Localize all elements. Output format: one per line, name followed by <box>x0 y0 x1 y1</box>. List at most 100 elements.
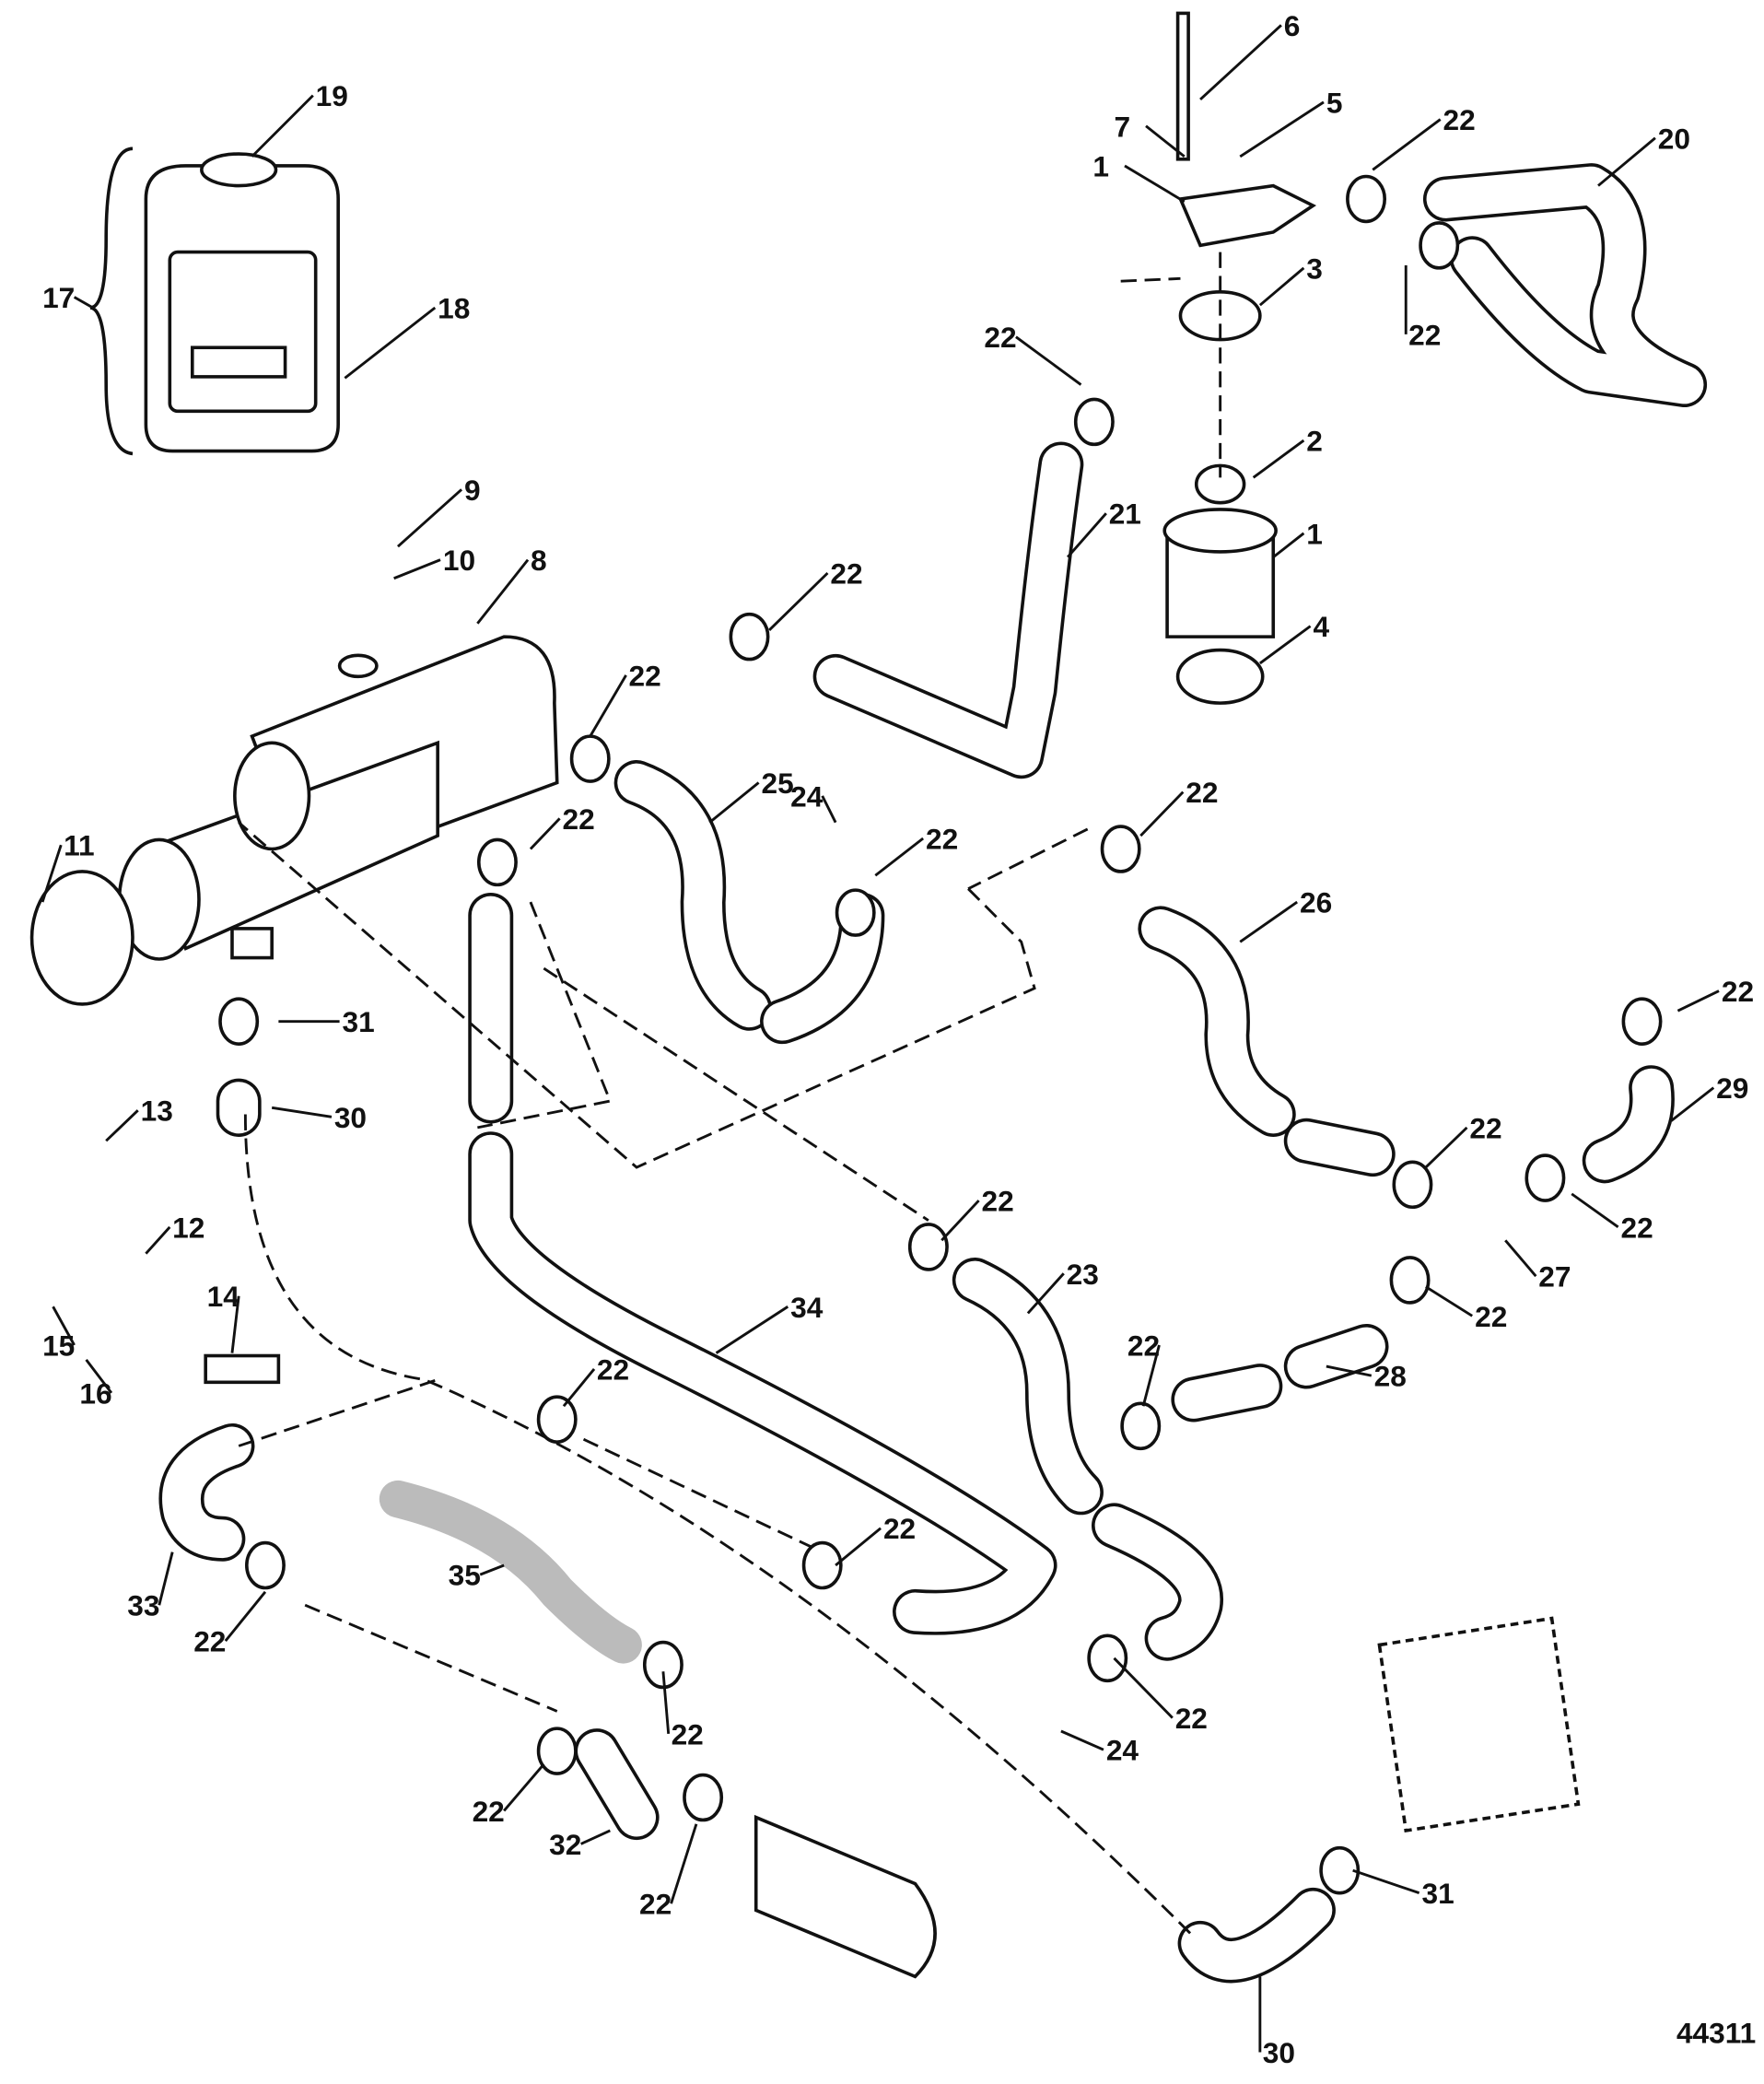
leader-line <box>1272 532 1305 558</box>
leader-line <box>1597 136 1656 187</box>
figure-number: 44311 <box>1676 2016 1756 2049</box>
hose-clamp <box>1100 825 1141 873</box>
hose-clamp <box>1087 1633 1128 1683</box>
hose-clamp <box>1525 1153 1566 1202</box>
callout-number: 22 <box>1475 1300 1507 1333</box>
callout-number: 20 <box>1658 122 1690 155</box>
leader-line <box>224 1590 267 1642</box>
callout-number: 22 <box>628 659 660 692</box>
leader-line <box>1239 900 1298 943</box>
hose-clamp <box>907 1223 949 1271</box>
callout-number: 6 <box>1284 9 1301 42</box>
hose-clamp <box>536 1727 578 1775</box>
leader-line <box>1026 1272 1065 1315</box>
hose-clamp <box>1120 1401 1162 1451</box>
leader-line <box>344 306 437 380</box>
leader-line <box>1424 1126 1468 1169</box>
callout-number: 17 <box>42 281 75 314</box>
callout-number: 21 <box>1109 498 1141 531</box>
callout-number: 14 <box>207 1280 240 1313</box>
leader-line <box>821 795 837 824</box>
hoses <box>158 163 1708 1984</box>
leader-line <box>1066 512 1107 558</box>
leader-line <box>715 1305 789 1354</box>
leader-line <box>670 1823 698 1904</box>
hose-clamp <box>1621 997 1663 1046</box>
callout-number: 22 <box>1127 1329 1160 1363</box>
callout-number: 15 <box>42 1329 75 1363</box>
callout-number: 22 <box>1620 1211 1653 1244</box>
heat-exchanger <box>117 635 559 961</box>
hose-clamp <box>801 1540 843 1590</box>
leader-line <box>1139 790 1185 837</box>
callout-number: 9 <box>464 474 481 507</box>
hose-clamp <box>536 1395 578 1444</box>
leader-line <box>1199 24 1282 101</box>
leader-line <box>1141 1344 1161 1407</box>
callout-number: 12 <box>172 1211 204 1244</box>
leader-line <box>1425 1285 1473 1317</box>
callout-number: 22 <box>562 802 594 836</box>
callout-number: 18 <box>438 292 470 325</box>
callout-number: 8 <box>531 544 547 577</box>
leader-line <box>768 571 829 631</box>
callout-number: 27 <box>1538 1260 1571 1294</box>
dashed-connection-lines <box>238 252 1222 1938</box>
clamp-11 <box>29 870 134 1006</box>
callout-number: 22 <box>1175 1702 1208 1735</box>
leader-line <box>1239 100 1325 158</box>
leader-line <box>1670 1086 1715 1122</box>
callout-number: 5 <box>1326 86 1343 119</box>
leader-line <box>874 837 925 877</box>
leader-line <box>145 1225 171 1255</box>
thermostat-housing <box>1162 11 1317 705</box>
callout-number: 1 <box>1092 149 1109 182</box>
callout-number: 29 <box>1716 1071 1748 1105</box>
hose-clamp <box>835 888 876 937</box>
callout-number: 34 <box>790 1291 824 1324</box>
callout-number: 31 <box>1422 1877 1454 1910</box>
leader-line <box>503 1763 545 1812</box>
callout-number: 26 <box>1300 886 1332 919</box>
leader-line <box>708 781 760 824</box>
leader-line <box>1571 1192 1619 1229</box>
callout-number: 22 <box>1443 103 1476 136</box>
leader-line <box>580 1829 611 1845</box>
leader-line <box>1326 1364 1373 1377</box>
leader-line <box>41 844 63 903</box>
callout-number: 22 <box>597 1352 629 1386</box>
callout-number: 7 <box>1114 110 1130 143</box>
leader-line <box>52 1305 76 1346</box>
callout-number: 22 <box>1408 318 1441 351</box>
leader-line <box>73 296 94 310</box>
leader-line <box>230 1295 240 1353</box>
callout-number: 22 <box>981 1185 1013 1218</box>
callout-number: 23 <box>1067 1258 1099 1291</box>
callout-number: 22 <box>473 1795 505 1828</box>
callout-number: 22 <box>1469 1111 1501 1144</box>
callout-number: 11 <box>64 829 94 862</box>
callout-number: 2 <box>1306 425 1323 458</box>
spacer-14 <box>204 1353 281 1385</box>
callout-number: 22 <box>926 823 958 856</box>
callout-number: 4 <box>1313 610 1329 643</box>
callout-number: 24 <box>790 779 824 813</box>
leader-line <box>589 674 627 737</box>
callout-number: 33 <box>127 1589 159 1622</box>
callout-number: 32 <box>549 1828 581 1861</box>
hose-clamp <box>218 997 260 1046</box>
leader-line <box>1504 1239 1537 1278</box>
leader-line <box>562 1368 596 1408</box>
hose-clamp <box>1419 221 1460 270</box>
leader-line <box>158 1551 174 1606</box>
leader-line <box>1015 335 1082 386</box>
leader-line <box>661 1671 671 1735</box>
leader-line <box>479 1563 505 1576</box>
leader-line <box>1259 625 1312 665</box>
leader-line <box>1372 118 1442 171</box>
callout-number: 10 <box>443 544 475 577</box>
callout-number: 19 <box>316 79 348 112</box>
leader-line <box>1352 1868 1420 1895</box>
leader-line <box>476 558 530 625</box>
